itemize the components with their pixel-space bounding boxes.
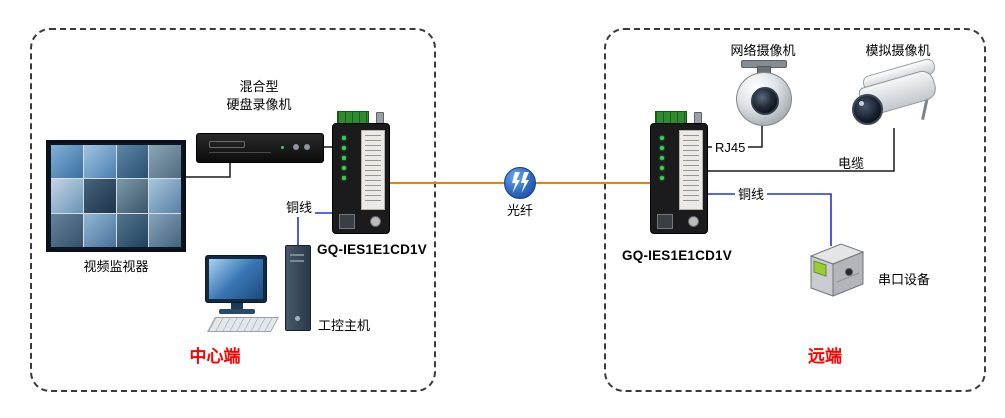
video-cell (149, 213, 181, 247)
center-zone-box (30, 28, 436, 392)
keyboard-icon (207, 317, 279, 332)
camera-lens-icon (751, 87, 779, 115)
video-cell (116, 145, 149, 179)
dvr-button (293, 144, 299, 150)
led-indicator (342, 176, 346, 180)
ethernet-port-icon (339, 214, 355, 229)
workstation-icon (205, 243, 315, 335)
dvr-button (304, 144, 310, 150)
converter-body (650, 123, 708, 234)
camera-lens-icon (852, 94, 883, 125)
lens-glint (859, 101, 864, 106)
converter-sticker (361, 130, 385, 210)
monitor-label: 视频监视器 (83, 259, 149, 274)
converter-body (332, 123, 390, 234)
dvr-device-icon (196, 133, 324, 163)
bullet-camera-icon (850, 57, 942, 132)
video-cell (149, 179, 181, 213)
video-wall-monitor-icon (46, 140, 186, 252)
led-indicator (342, 146, 346, 150)
led-indicator (660, 166, 664, 170)
led-indicator (660, 176, 664, 180)
analog-camera-label: 模拟摄像机 (865, 43, 931, 58)
bnc-port-icon (688, 216, 699, 227)
pc-monitor-icon (205, 255, 267, 303)
led-indicator (342, 136, 346, 140)
video-cell (83, 179, 116, 213)
serial-device-label: 串口设备 (877, 272, 930, 287)
video-cell (83, 145, 116, 179)
monitor-stand (231, 303, 243, 310)
copper-wire-label-right: 铜线 (735, 186, 768, 204)
video-cell (83, 213, 116, 247)
led-indicator (660, 156, 664, 160)
recorder-label: 混合型 硬盘录像机 (196, 78, 322, 113)
terminal-block-icon (655, 111, 687, 126)
network-camera-label: 网络摄像机 (730, 43, 796, 58)
led-indicator (660, 146, 664, 150)
dvr-panel-line (209, 152, 271, 153)
media-converter-right-icon (650, 108, 708, 234)
video-cell (149, 145, 181, 179)
center-zone-label: 中心端 (189, 347, 241, 366)
host-label: 工控主机 (317, 318, 370, 333)
led-indicator (342, 166, 346, 170)
video-cell (116, 179, 149, 213)
remote-zone-label: 远端 (808, 347, 842, 366)
converter-model-right: GQ-IES1E1CD1V (622, 248, 732, 263)
monitor-base (219, 309, 255, 314)
remote-zone-box (604, 28, 986, 392)
fiber-label: 光纤 (506, 203, 533, 218)
serial-device-icon (803, 242, 867, 300)
dome-camera-icon (735, 60, 792, 126)
bnc-port-icon (370, 216, 381, 227)
drive-slot (290, 254, 304, 256)
converter-sticker (679, 130, 703, 210)
drive-slot (290, 260, 304, 262)
pc-tower-icon (285, 245, 311, 331)
video-cell (51, 145, 83, 179)
video-cell (51, 213, 83, 247)
pc-screen (209, 259, 263, 299)
recorder-label-line2: 硬盘录像机 (226, 96, 292, 112)
copper-wire-label-left: 铜线 (283, 199, 316, 217)
dvr-disc-slot (209, 141, 245, 148)
fiber-icon (503, 166, 537, 200)
recorder-label-line1: 混合型 (239, 79, 279, 94)
cable-label: 电缆 (838, 156, 865, 171)
rj45-label: RJ45 (712, 139, 749, 157)
terminal-block-icon (337, 111, 369, 126)
video-wall-grid (51, 145, 181, 247)
media-converter-left-icon (332, 108, 390, 234)
led-indicator (342, 156, 346, 160)
converter-model-left: GQ-IES1E1CD1V (317, 242, 427, 257)
ethernet-port-icon (657, 214, 673, 229)
dvr-led (281, 146, 284, 149)
video-cell (116, 213, 149, 247)
video-cell (51, 179, 83, 213)
power-button-icon (295, 316, 300, 321)
led-indicator (660, 136, 664, 140)
